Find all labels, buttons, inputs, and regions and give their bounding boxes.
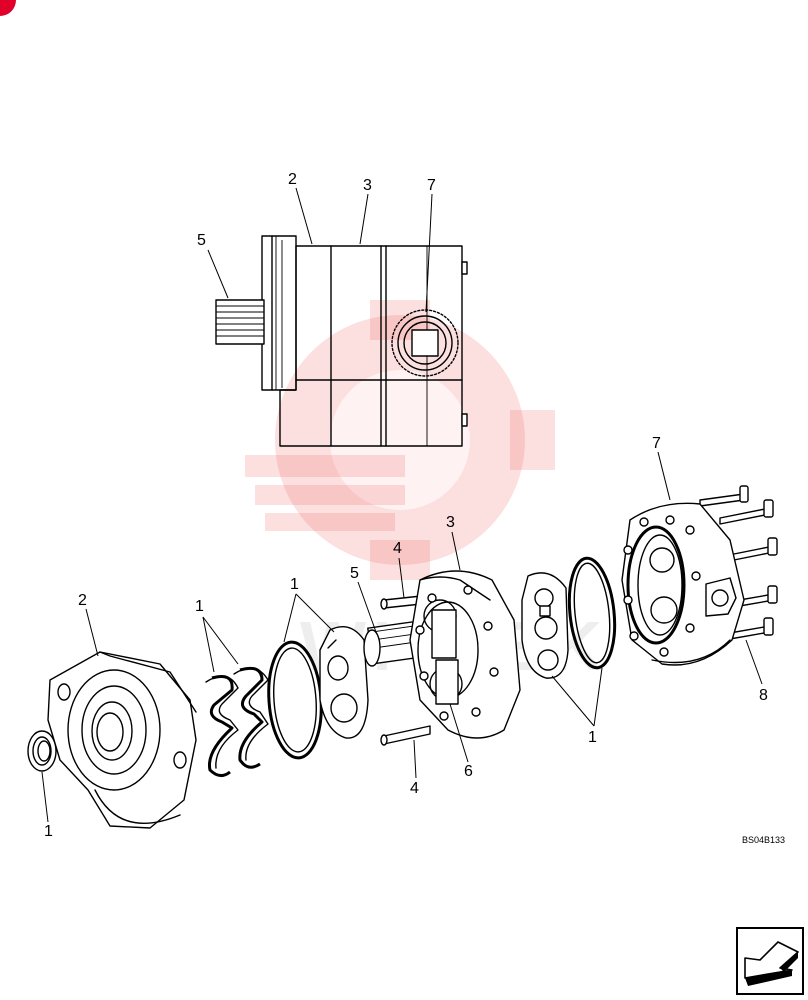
callout-label: 3 [363,177,372,194]
corner-mark-icon [0,0,16,16]
backup-rings [205,666,269,777]
callout-label: 5 [197,232,206,249]
rear-port-fitting [705,577,737,617]
callout-label: 7 [652,435,661,452]
splined-shaft [215,299,265,345]
callout-label: 7 [427,177,436,194]
callout-label: 1 [44,823,53,840]
callout-label: 1 [195,598,204,615]
callout-label: 6 [464,763,473,780]
exploded-callouts: 2 1 1 5 4 3 6 4 1 1 7 8 [41,435,768,840]
drawing-code: BS04B133 [742,835,785,845]
seal-plate-left [319,626,369,739]
callout-label: 5 [350,565,359,582]
next-page-arrow-icon[interactable] [736,927,804,995]
callout-label: 2 [78,592,87,609]
callout-label: 8 [759,687,768,704]
callout-label: 3 [446,514,455,531]
callout-label: 1 [588,729,597,746]
shaft-seal [27,730,57,772]
seal-plate-right [521,572,569,679]
port-fitting [411,329,439,357]
assembled-pump [215,235,468,447]
callout-label: 1 [290,576,299,593]
callout-label: 4 [410,780,419,797]
o-ring-right [567,556,617,670]
rear-cover [621,502,745,666]
watermark-logo [245,300,555,580]
assembled-callouts: 2 3 7 5 [197,171,436,313]
callout-label: 4 [393,540,402,557]
gear-housing [409,570,521,739]
front-cover [47,651,197,829]
callout-label: 2 [288,171,297,188]
